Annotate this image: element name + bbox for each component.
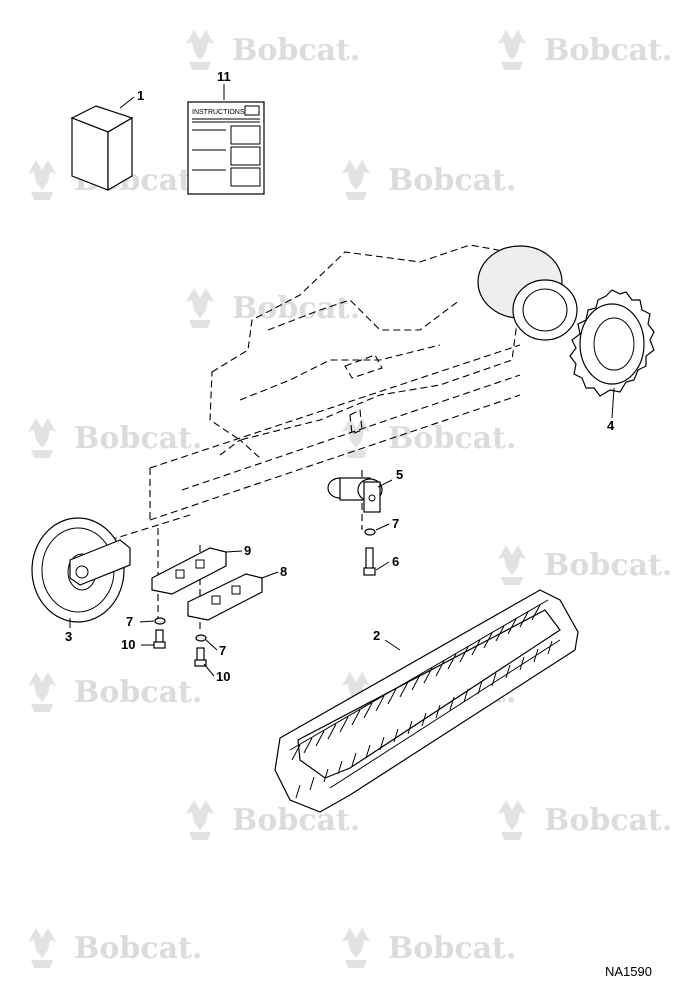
- callout-1: 1: [137, 88, 144, 103]
- watermark-text: Bobcat.: [232, 33, 360, 68]
- bobcat-logo-icon: [28, 672, 56, 712]
- part-3-idler: [31, 517, 131, 623]
- watermark: Bobcat.: [342, 928, 516, 968]
- part-6-bolt: [363, 547, 376, 576]
- callout-7: 7: [126, 614, 133, 629]
- bobcat-logo-icon: [186, 288, 214, 328]
- watermark-text: Bobcat.: [232, 291, 360, 326]
- callout-7: 7: [392, 516, 399, 531]
- watermark-text: Bobcat.: [388, 421, 516, 456]
- bobcat-logo-icon: [28, 418, 56, 458]
- bobcat-logo-icon: [342, 160, 370, 200]
- watermark: Bobcat.: [28, 672, 202, 712]
- watermark-text: Bobcat.: [544, 548, 672, 583]
- bobcat-logo-icon: [342, 928, 370, 968]
- callouts: 1 11 4 5 7 6 9 8 3 7 10 7 10 2: [65, 69, 615, 684]
- watermark: Bobcat.: [186, 800, 360, 840]
- callout-10: 10: [121, 637, 135, 652]
- part-7-washer: [154, 617, 166, 625]
- callout-9: 9: [244, 543, 251, 558]
- watermark-text: Bobcat.: [388, 931, 516, 966]
- watermark-text: Bobcat.: [74, 931, 202, 966]
- part-5-roller: [327, 477, 383, 513]
- part-11-instructions-sheet: INSTRUCTIONS: [187, 101, 265, 195]
- leader-lines: [69, 84, 615, 677]
- watermark: Bobcat.: [342, 418, 516, 458]
- callout-2: 2: [373, 628, 380, 643]
- callout-8: 8: [280, 564, 287, 579]
- bobcat-logo-icon: [498, 545, 526, 585]
- watermark-text: Bobcat.: [388, 163, 516, 198]
- part-1-box: [70, 105, 134, 192]
- part-10-bolt: [153, 629, 166, 649]
- watermark: Bobcat.: [186, 288, 360, 328]
- bobcat-logo-icon: [28, 928, 56, 968]
- callout-6: 6: [392, 554, 399, 569]
- watermark-text: Bobcat.: [232, 803, 360, 838]
- watermark-text: Bobcat.: [74, 421, 202, 456]
- watermark-text: Bobcat.: [544, 803, 672, 838]
- bobcat-logo-icon: [342, 418, 370, 458]
- track-tread-lugs: [291, 604, 553, 799]
- part-7-washer: [195, 634, 207, 642]
- watermark: Bobcat.: [28, 928, 202, 968]
- bobcat-logo-icon: [498, 30, 526, 70]
- watermark: Bobcat.: [342, 160, 516, 200]
- callout-5: 5: [396, 467, 403, 482]
- part-10-bolt: [194, 647, 207, 667]
- callout-11: 11: [217, 69, 231, 84]
- part-2-rubber-track: [274, 589, 579, 813]
- instructions-label: INSTRUCTIONS: [192, 109, 245, 116]
- part-4-drive-sprocket: [477, 245, 655, 397]
- reference-code: NA1590: [605, 964, 652, 979]
- watermark: Bobcat.: [28, 418, 202, 458]
- part-9-guide: [151, 547, 227, 595]
- part-8-guide: [187, 573, 263, 621]
- part-7-washer: [364, 528, 376, 536]
- bobcat-logo-icon: [186, 800, 214, 840]
- bobcat-logo-icon: [498, 800, 526, 840]
- callout-7: 7: [219, 643, 226, 658]
- callout-3: 3: [65, 629, 72, 644]
- watermark-text: Bobcat.: [74, 675, 202, 710]
- bobcat-logo-icon: [28, 160, 56, 200]
- watermark: Bobcat.: [498, 800, 672, 840]
- callout-10: 10: [216, 669, 230, 684]
- watermark-layer: Bobcat. Bobcat. Bobcat. Bobcat. Bobcat. …: [28, 30, 672, 968]
- bobcat-logo-icon: [186, 30, 214, 70]
- watermark: Bobcat.: [186, 30, 360, 70]
- watermark: Bobcat.: [498, 30, 672, 70]
- watermark: Bobcat.: [498, 545, 672, 585]
- callout-4: 4: [607, 418, 615, 433]
- watermark-text: Bobcat.: [544, 33, 672, 68]
